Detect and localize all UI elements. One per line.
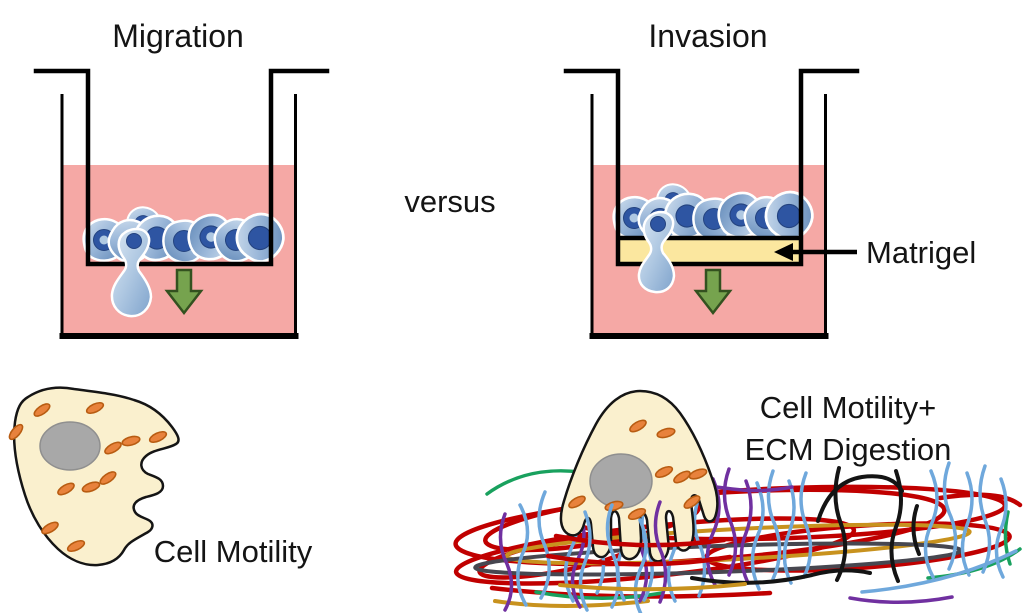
invasive-cell-illustration	[559, 389, 719, 563]
cell	[755, 181, 824, 250]
invasion-caption-line2: ECM Digestion	[745, 432, 952, 467]
fg-red	[545, 533, 733, 567]
matrigel-label: Matrigel	[866, 235, 976, 270]
organelles	[8, 401, 168, 553]
ecm-fibers-black	[690, 466, 921, 585]
organelles	[568, 419, 708, 521]
migration-caption: Cell Motility	[154, 534, 313, 569]
ecm-fibers-foreground	[545, 500, 747, 613]
outer-well	[59, 94, 299, 339]
matrigel-pointer-icon	[774, 243, 793, 261]
versus-label: versus	[404, 184, 495, 219]
motile-cell-illustration: Cell Motility	[8, 386, 313, 569]
ecm-fiber-mesh	[453, 461, 1023, 612]
fg-blue	[578, 503, 648, 613]
invasion-caption-line1: Cell Motility+	[760, 390, 937, 425]
ecm-fibers-gold	[493, 522, 972, 608]
matrigel-callout: Matrigel	[774, 235, 976, 270]
invasion-panel: Invasion	[563, 18, 976, 339]
transwell-insert	[33, 68, 330, 267]
transwell-insert	[563, 68, 860, 267]
cell-nucleus	[589, 453, 653, 509]
down-arrow-icon	[693, 268, 733, 316]
cell-nucleus	[39, 421, 101, 471]
invasion-caption: Cell Motility+ ECM Digestion	[745, 390, 952, 467]
migrating-cell	[110, 227, 153, 318]
migration-title: Migration	[112, 18, 244, 54]
invasion-title: Invasion	[648, 18, 767, 54]
migration-panel: Migration	[33, 18, 330, 339]
outer-well	[589, 94, 829, 339]
invading-cell	[637, 210, 676, 294]
fg-gold	[558, 582, 747, 592]
cell	[226, 203, 295, 272]
down-arrow-icon	[164, 268, 204, 316]
